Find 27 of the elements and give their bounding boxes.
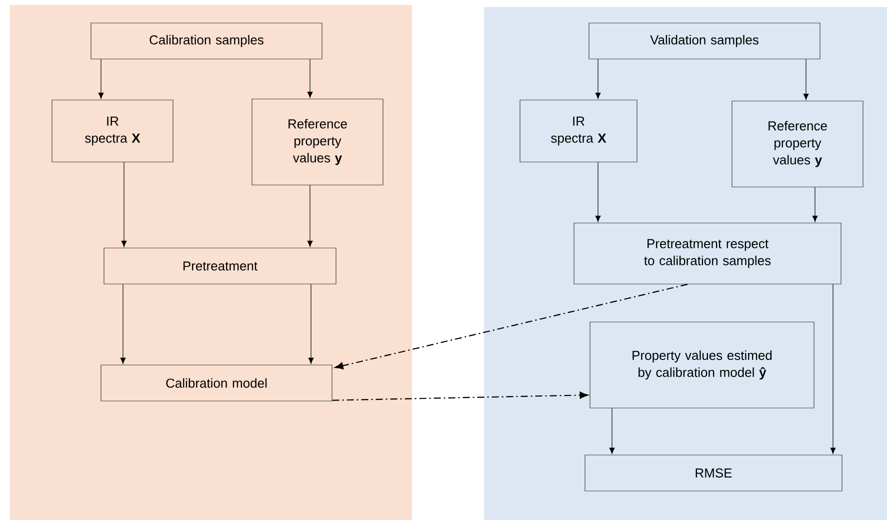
- process-box: Calibration model: [100, 364, 332, 402]
- process-box: Reference property values y: [732, 100, 864, 188]
- arrow: [98, 59, 104, 99]
- arrow: [121, 162, 127, 247]
- arrow: [332, 392, 588, 401]
- process-box: Pretreatment: [104, 248, 336, 284]
- arrow: [803, 59, 809, 100]
- process-box: Reference property values y: [252, 98, 384, 186]
- arrow: [595, 59, 601, 99]
- arrow: [609, 408, 615, 454]
- process-box: Calibration samples: [90, 22, 322, 60]
- arrow: [595, 162, 601, 222]
- process-box: IR spectra X: [520, 100, 638, 162]
- panel-background: [10, 5, 412, 520]
- arrow: [307, 185, 313, 247]
- process-box: RMSE: [584, 454, 842, 492]
- arrow: [812, 187, 818, 222]
- arrow: [120, 284, 126, 364]
- arrow: [334, 284, 688, 370]
- process-box: IR spectra X: [52, 100, 174, 162]
- panel-background: [484, 7, 887, 520]
- process-box: Property values estimed by calibration model ŷ: [590, 322, 814, 408]
- process-box: Pretreatment respect to calibration samples: [574, 222, 842, 284]
- process-box: Validation samples: [588, 22, 820, 60]
- arrow: [307, 59, 313, 98]
- arrow: [308, 284, 314, 364]
- arrow: [830, 284, 836, 454]
